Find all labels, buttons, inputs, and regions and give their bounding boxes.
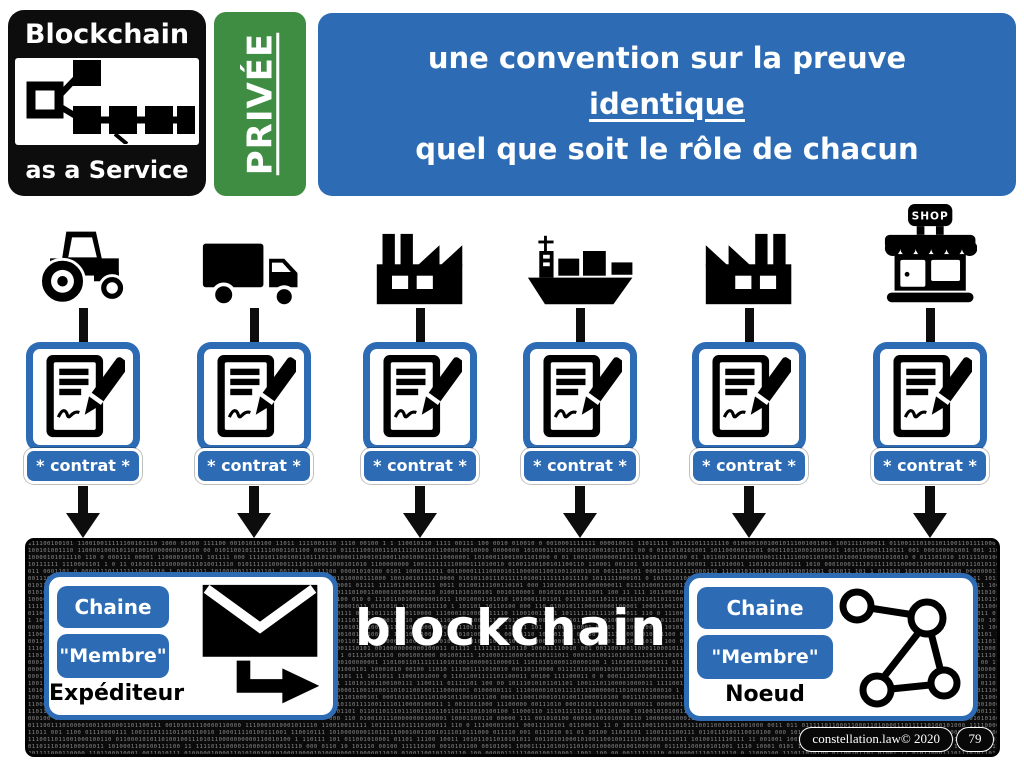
binary-texture: 111100100101 110010011111100101110 1000 … [28, 541, 997, 754]
down-arrow [744, 486, 754, 513]
down-arrow-head [732, 513, 766, 538]
sender-role: Expéditeur [49, 681, 185, 706]
copyright-badge: constellation.law© 2020 [799, 727, 953, 752]
node-role: Noeud [725, 682, 805, 707]
actor-column-shop: SHOP [871, 202, 989, 538]
contract-sign-icon [217, 355, 296, 438]
down-arrow-head [913, 513, 947, 538]
contract-label: * contrat * [195, 448, 313, 484]
actor-column-ship: * contrat * [521, 202, 639, 538]
down-arrow [925, 486, 935, 513]
down-arrow-head [403, 513, 437, 538]
contract-label: * contrat * [871, 448, 989, 484]
member-pill: "Membre" [697, 635, 833, 679]
privee-label: PRIVÉE [240, 32, 281, 176]
tractor-icon [26, 202, 140, 308]
contract-card [363, 342, 477, 452]
contract-label: * contrat * [361, 448, 479, 484]
logo-subtitle: as a Service [25, 156, 189, 184]
chain-pill: Chaine [697, 587, 833, 629]
actor-column-factory2: * contrat * [690, 202, 808, 538]
chain-pill: Chaine [57, 586, 169, 628]
actor-column-tractor: * contrat * [24, 202, 142, 538]
factory-icon [692, 202, 806, 308]
sender-card: Chaine "Membre" Expéditeur [44, 572, 338, 720]
network-nodes-icon [837, 582, 967, 714]
contract-card [873, 342, 987, 452]
contract-card [26, 342, 140, 452]
down-arrow-head [66, 513, 100, 538]
contract-label: * contrat * [521, 448, 639, 484]
connector-line [415, 308, 425, 342]
connector-line [78, 308, 88, 342]
headline-line2: identique [589, 86, 745, 121]
connector-line [744, 308, 754, 342]
down-arrow [78, 486, 88, 513]
cargo-ship-icon [523, 202, 637, 308]
baas-logo: Blockchain as a Service [8, 10, 206, 196]
connector-line [249, 308, 259, 342]
contract-card [197, 342, 311, 452]
envelope-send-icon [193, 581, 327, 721]
blockchain-bar: 111100100101 110010011111100101110 1000 … [25, 538, 1000, 757]
member-pill: "Membre" [57, 634, 169, 678]
headline-line1: une convention sur la preuve [427, 40, 907, 75]
down-arrow-head [237, 513, 271, 538]
down-arrow-head [563, 513, 597, 538]
contract-card [692, 342, 806, 452]
headline-line3: quel que soit le rôle de chacun [415, 132, 919, 167]
contract-sign-icon [543, 355, 622, 438]
privee-badge: PRIVÉE [214, 12, 306, 196]
down-arrow [415, 486, 425, 513]
contract-sign-icon [46, 355, 125, 438]
truck-icon [197, 202, 311, 308]
down-arrow [249, 486, 259, 513]
blockchain-diagram-icon [15, 58, 199, 145]
logo-title: Blockchain [24, 19, 190, 50]
contract-sign-icon [383, 355, 462, 438]
contract-card [523, 342, 637, 452]
actor-column-factory: * contrat * [361, 202, 479, 538]
contract-sign-icon [893, 355, 972, 438]
blockchain-title: blockchain [355, 599, 667, 657]
contract-sign-icon [712, 355, 791, 438]
actor-column-truck: * contrat * [195, 202, 313, 538]
factory-icon [363, 202, 477, 308]
shop-icon: SHOP [873, 202, 987, 308]
connector-line [575, 308, 585, 342]
down-arrow [575, 486, 585, 513]
contract-label: * contrat * [690, 448, 808, 484]
node-card: Chaine "Membre" Noeud [684, 573, 978, 721]
connector-line [925, 308, 935, 342]
headline-box: une convention sur la preuve identique q… [318, 13, 1016, 196]
shop-sign-text: SHOP [911, 210, 948, 222]
contract-label: * contrat * [24, 448, 142, 484]
page-number: 79 [956, 727, 994, 752]
